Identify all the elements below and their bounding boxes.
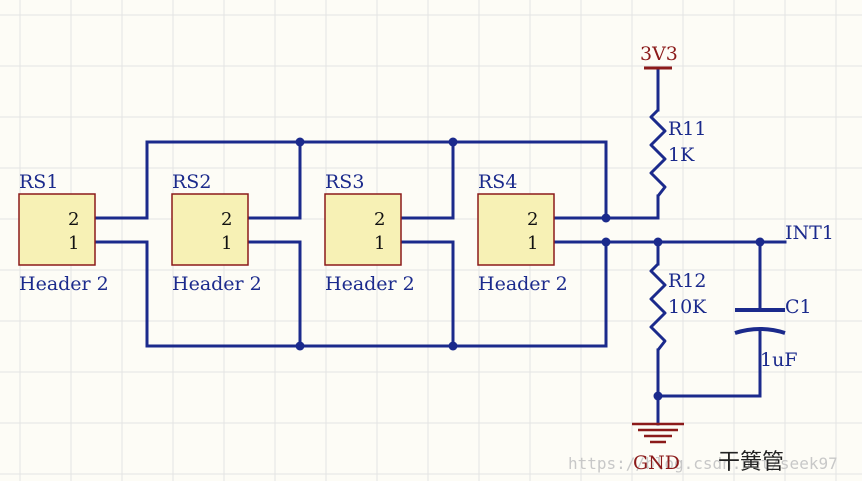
header-rs4[interactable]: RS4 2 1 Header 2 bbox=[477, 171, 568, 295]
junction-dot bbox=[653, 237, 663, 247]
watermark: https://blog.csdn.net/seek97 bbox=[568, 454, 838, 473]
power-port-3v3[interactable]: 3V3 bbox=[640, 43, 678, 70]
header-rs2[interactable]: RS2 2 1 Header 2 bbox=[171, 171, 262, 295]
junction-dot bbox=[448, 137, 458, 147]
header-comment: Header 2 bbox=[478, 273, 568, 295]
header-comment: Header 2 bbox=[325, 273, 415, 295]
pin-number: 2 bbox=[68, 209, 79, 230]
junction-dot bbox=[295, 137, 305, 147]
power-label: 3V3 bbox=[640, 43, 678, 65]
header-rs1[interactable]: RS1 2 1 Header 2 bbox=[18, 171, 109, 295]
junction-dot bbox=[448, 341, 458, 351]
header-designator: RS2 bbox=[172, 171, 211, 193]
header-comment: Header 2 bbox=[19, 273, 109, 295]
pin-number: 1 bbox=[68, 233, 79, 254]
pin-number: 1 bbox=[221, 233, 232, 254]
resistor-zigzag bbox=[649, 108, 667, 197]
header-body bbox=[171, 193, 249, 266]
resistor-value: 1K bbox=[668, 144, 695, 166]
capacitor-c1[interactable]: C1 1uF bbox=[734, 296, 812, 371]
resistor-r11[interactable]: R11 1K bbox=[649, 108, 706, 197]
resistor-designator: R11 bbox=[668, 118, 706, 140]
header-comment: Header 2 bbox=[172, 273, 262, 295]
pin-number: 2 bbox=[527, 209, 538, 230]
junctions bbox=[295, 137, 765, 401]
ground-label: GND bbox=[633, 452, 680, 474]
header-designator: RS3 bbox=[325, 171, 364, 193]
pin-number: 1 bbox=[527, 233, 538, 254]
pin-number: 2 bbox=[221, 209, 232, 230]
header-rs3[interactable]: RS3 2 1 Header 2 bbox=[324, 171, 415, 295]
capacitor-designator: C1 bbox=[785, 296, 812, 318]
net-label: INT1 bbox=[785, 222, 834, 244]
header-body bbox=[477, 193, 555, 266]
header-designator: RS1 bbox=[19, 171, 58, 193]
ground-bars bbox=[632, 422, 684, 444]
capacitor-value: 1uF bbox=[760, 349, 798, 371]
junction-dot bbox=[755, 237, 765, 247]
header-designator: RS4 bbox=[478, 171, 517, 193]
resistor-designator: R12 bbox=[668, 270, 706, 292]
junction-dot bbox=[653, 391, 663, 401]
capacitor-plate bbox=[734, 327, 786, 335]
resistor-value: 10K bbox=[668, 296, 707, 318]
header-body bbox=[324, 193, 402, 266]
net-label-int1[interactable]: INT1 bbox=[785, 222, 834, 244]
wires bbox=[93, 66, 787, 426]
pin-number: 1 bbox=[374, 233, 385, 254]
resistor-zigzag bbox=[649, 262, 667, 351]
header-body bbox=[18, 193, 96, 266]
junction-dot bbox=[601, 213, 611, 223]
ground-symbol[interactable]: GND bbox=[632, 422, 684, 474]
junction-dot bbox=[295, 341, 305, 351]
junction-dot bbox=[601, 237, 611, 247]
pin-number: 2 bbox=[374, 209, 385, 230]
resistor-r12[interactable]: R12 10K bbox=[649, 262, 707, 351]
caption: 干簧管 bbox=[718, 450, 784, 475]
